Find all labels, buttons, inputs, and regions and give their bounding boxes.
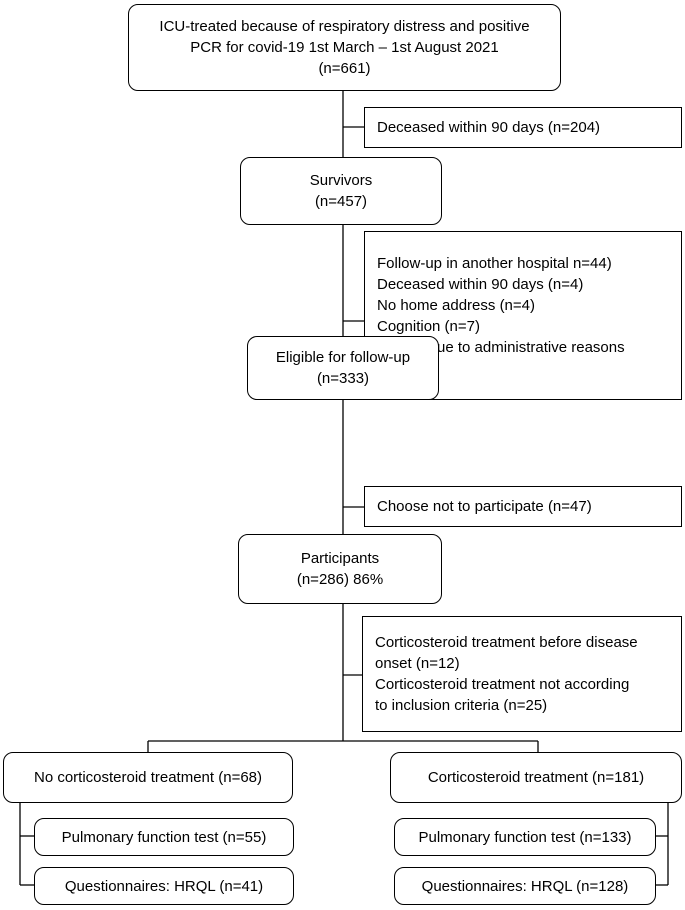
- no-corticosteroid-box: No corticosteroid treatment (n=68): [3, 752, 293, 803]
- eligible-count: (n=333): [316, 370, 370, 387]
- hrql-right-label: Questionnaires: HRQL (n=128): [421, 877, 629, 895]
- exclusion-deceased: Deceased within 90 days (n=4): [377, 275, 584, 293]
- pft-right-label: Pulmonary function test (n=133): [418, 828, 632, 846]
- hrql-left-label: Questionnaires: HRQL (n=41): [64, 877, 264, 895]
- hrql-right-box: Questionnaires: HRQL (n=128): [394, 867, 656, 905]
- icu-treated-line-2: PCR for covid-19 1st March – 1st August …: [190, 39, 499, 56]
- steroid-exclusion-line-4: to inclusion criteria (n=25): [375, 697, 548, 714]
- corticosteroid-label: Corticosteroid treatment (n=181): [427, 769, 645, 786]
- participants-box: Participants (n=286) 86%: [238, 534, 442, 604]
- steroid-exclusion-line-2: onset (n=12): [375, 655, 460, 672]
- participants-count: (n=286) 86%: [296, 571, 384, 588]
- hrql-left-box: Questionnaires: HRQL (n=41): [34, 867, 294, 905]
- icu-treated-line-1: ICU-treated because of respiratory distr…: [159, 18, 530, 35]
- pft-left-box: Pulmonary function test (n=55): [34, 818, 294, 856]
- survivors-label: Survivors: [309, 172, 373, 189]
- survivors-box: Survivors (n=457): [240, 157, 442, 225]
- no-corticosteroid-label: No corticosteroid treatment (n=68): [33, 769, 263, 786]
- exclusion-cognition: Cognition (n=7): [377, 317, 480, 335]
- steroid-exclusion-line-1: Corticosteroid treatment before disease: [375, 634, 638, 651]
- declined-line: Choose not to participate (n=47): [377, 498, 592, 515]
- steroid-exclusion-box: Corticosteroid treatment before disease …: [362, 616, 682, 732]
- exclusion-no-address: No home address (n=4): [377, 296, 535, 314]
- declined-box: Choose not to participate (n=47): [364, 486, 682, 527]
- steroid-exclusion-line-3: Corticosteroid treatment not according: [375, 676, 630, 693]
- deceased-box: Deceased within 90 days (n=204): [364, 107, 682, 148]
- corticosteroid-box: Corticosteroid treatment (n=181): [390, 752, 682, 803]
- deceased-line: Deceased within 90 days (n=204): [377, 119, 601, 136]
- icu-treated-count: (n=661): [318, 60, 371, 77]
- pft-right-box: Pulmonary function test (n=133): [394, 818, 656, 856]
- pft-left-label: Pulmonary function test (n=55): [61, 828, 267, 846]
- exclusion-other-hospital: Follow-up in another hospital n=44): [377, 254, 612, 272]
- participants-label: Participants: [300, 550, 380, 567]
- eligible-label: Eligible for follow-up: [275, 349, 411, 366]
- survivors-count: (n=457): [314, 193, 368, 210]
- exclusions-box: Follow-up in another hospital n=44) Dece…: [364, 231, 682, 400]
- icu-treated-box: ICU-treated because of respiratory distr…: [128, 4, 561, 91]
- eligible-box: Eligible for follow-up (n=333): [247, 336, 439, 400]
